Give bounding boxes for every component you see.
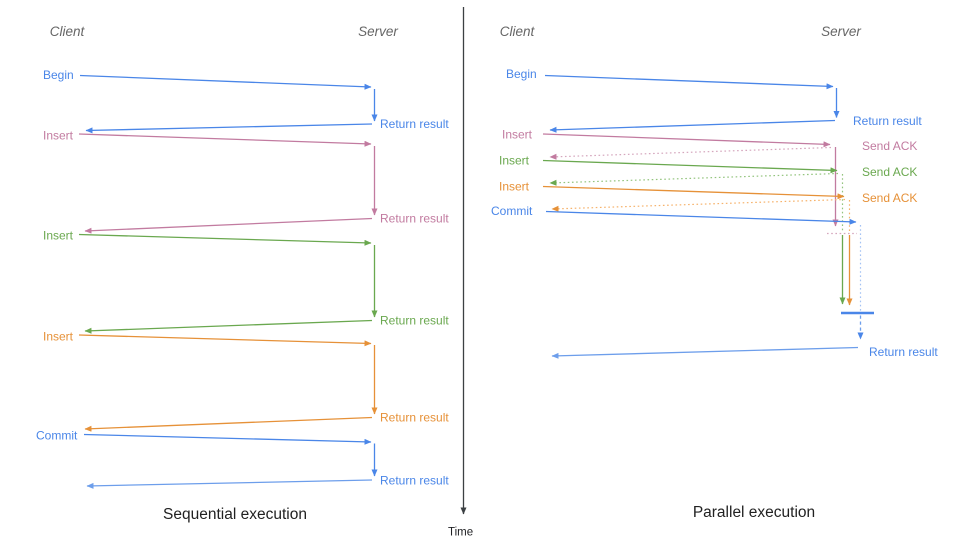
par-commit-response-arrow <box>551 346 859 359</box>
par-insert3-label: Insert <box>499 180 530 194</box>
par-insert1-ack-label: Send ACK <box>862 139 917 153</box>
seq-insert2-request-arrow <box>78 233 372 246</box>
seq-insert3-response-label: Return result <box>380 411 449 425</box>
par-insert2-ack-label: Send ACK <box>862 165 917 179</box>
par-commit-request-arrow <box>545 210 857 225</box>
seq-insert2-label: Insert <box>43 229 74 243</box>
client-header: Client <box>500 24 536 39</box>
seq-insert2-response-label: Return result <box>380 314 449 328</box>
server-header: Server <box>821 24 861 39</box>
par-begin-label: Begin <box>506 67 537 81</box>
time-axis: Time <box>448 7 473 539</box>
par-insert1-label: Insert <box>502 128 533 142</box>
seq-insert3-label: Insert <box>43 330 74 344</box>
seq-insert1-label: Insert <box>43 129 74 143</box>
seq-insert1-response-label: Return result <box>380 212 449 226</box>
par-commit-response-label: Return result <box>869 345 938 359</box>
par-insert2-label: Insert <box>499 154 530 168</box>
seq-begin-request-arrow <box>79 74 372 90</box>
par-begin-request-arrow <box>544 74 834 90</box>
par-insert1-ack-arrow <box>549 146 832 160</box>
seq-insert2-response-arrow <box>84 319 373 334</box>
seq-commit-response-arrow <box>86 479 373 489</box>
seq-insert1-response-arrow <box>84 217 373 234</box>
par-insert2-request-arrow <box>542 159 838 174</box>
client-header: Client <box>50 24 86 39</box>
par-insert1-request-arrow <box>542 133 831 148</box>
seq-commit-request-arrow <box>83 433 372 445</box>
par-insert2-ack-arrow <box>549 172 839 186</box>
sequential-panel: Client Server Begin Return result Insert… <box>36 24 449 523</box>
server-header: Server <box>358 24 398 39</box>
par-insert3-ack-label: Send ACK <box>862 191 917 205</box>
par-begin-response-label: Return result <box>853 114 922 128</box>
seq-begin-response-arrow <box>85 123 373 134</box>
parallel-panel: Client Server Begin Return result Insert… <box>491 24 938 521</box>
seq-begin-label: Begin <box>43 68 74 82</box>
seq-insert3-request-arrow <box>78 334 372 347</box>
seq-begin-response-label: Return result <box>380 117 449 131</box>
seq-insert1-request-arrow <box>78 133 372 147</box>
par-begin-response-arrow <box>549 119 836 133</box>
seq-insert3-response-arrow <box>84 416 373 432</box>
par-insert3-ack-arrow <box>551 198 846 212</box>
par-commit-label: Commit <box>491 204 533 218</box>
seq-commit-response-label: Return result <box>380 474 449 488</box>
seq-commit-label: Commit <box>36 429 78 443</box>
sequential-panel-caption: Sequential execution <box>163 506 307 523</box>
parallel-panel-caption: Parallel execution <box>693 504 815 521</box>
time-axis-label: Time <box>448 527 473 539</box>
par-insert3-request-arrow <box>542 185 845 200</box>
